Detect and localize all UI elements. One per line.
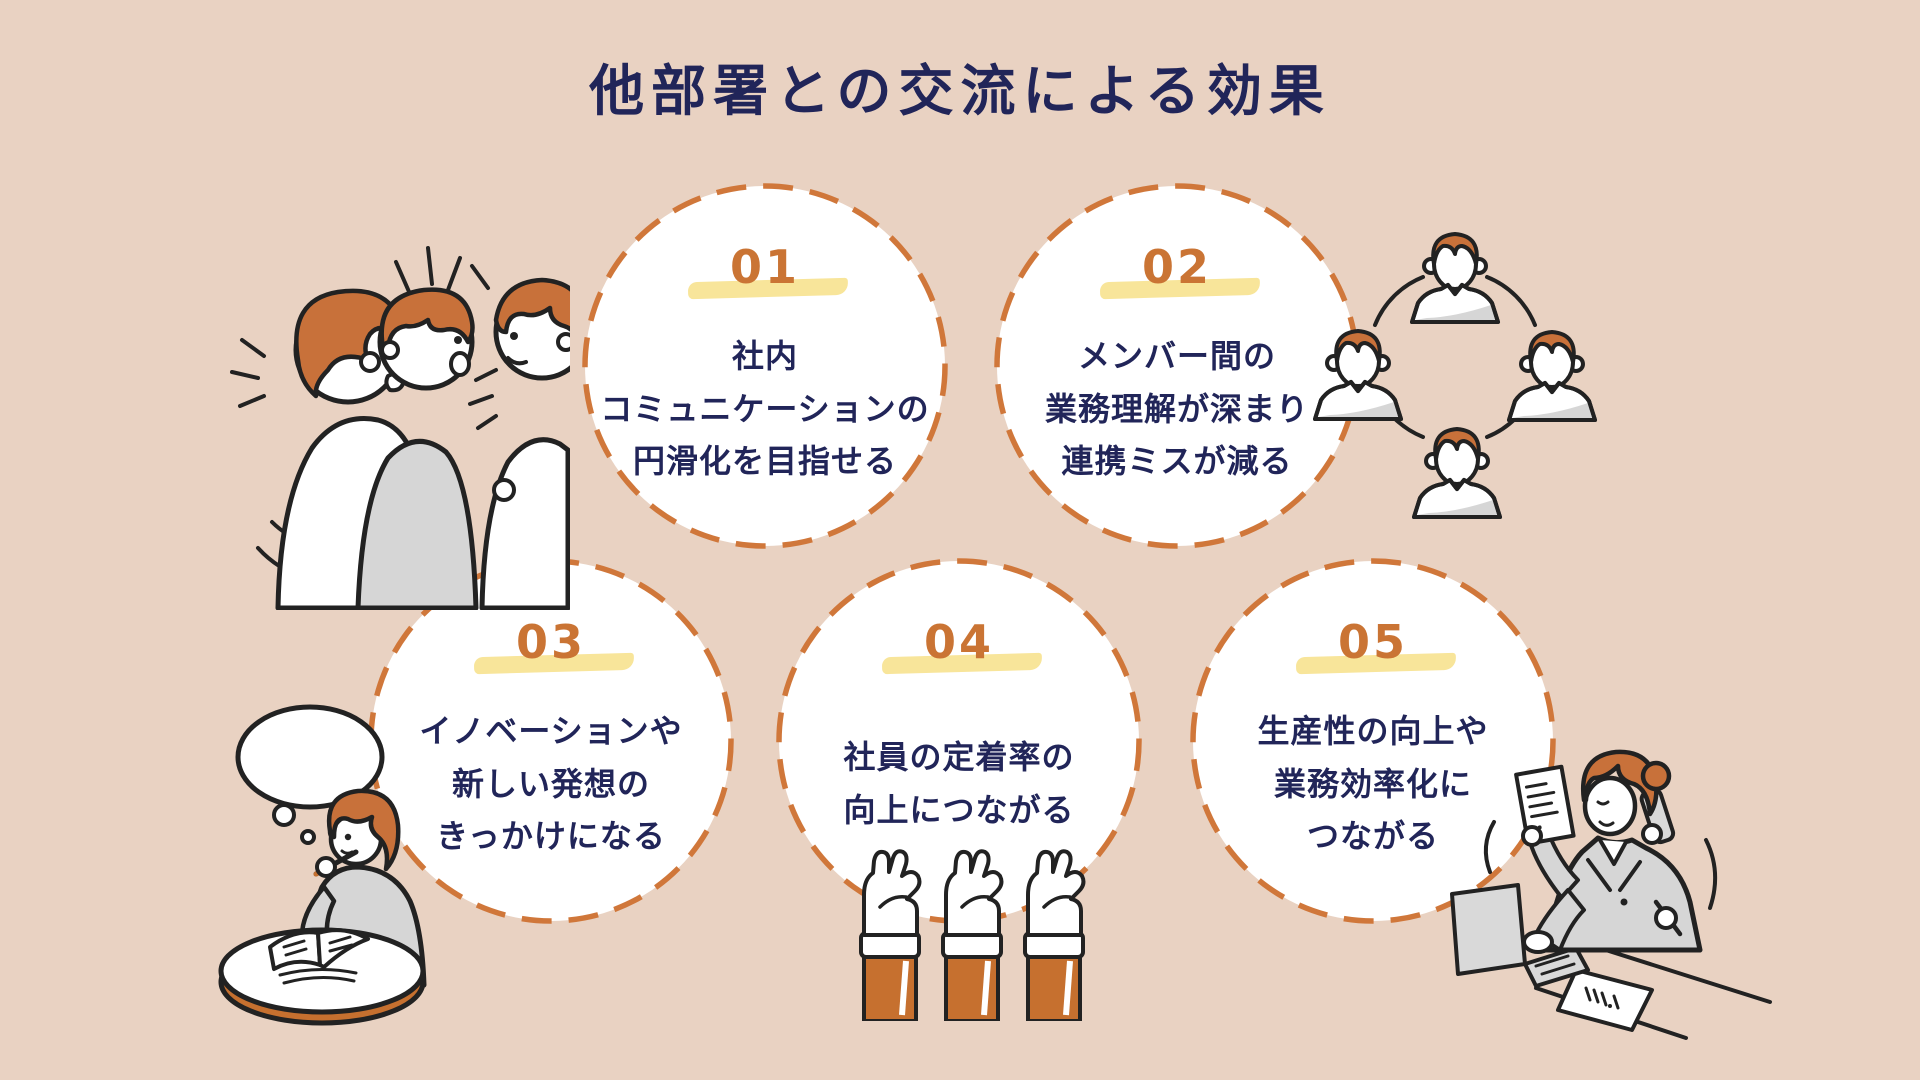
dashed-circle-border	[1190, 558, 1556, 924]
card-number-wrap: 02	[1099, 240, 1261, 300]
card-text-line: 新しい発想の	[451, 764, 650, 803]
talking-people-icon	[230, 246, 570, 610]
card-number: 02	[1141, 240, 1212, 294]
dashed-circle-border	[582, 183, 948, 549]
card-number-wrap: 05	[1295, 615, 1457, 675]
card-text: 生産性の向上や 業務効率化に つながる	[1257, 669, 1488, 925]
card-number-wrap: 04	[881, 615, 1043, 675]
effect-card-03: 03 イノベーションや 新しい発想の きっかけになる	[367, 557, 735, 925]
card-text-line: メンバー間の	[1077, 336, 1276, 375]
card-content: 01 社内 コミュニケーションの 円滑化を目指せる	[581, 182, 949, 550]
card-text-line: 円滑化を目指せる	[632, 442, 897, 481]
woman-on-phone-icon	[1450, 749, 1772, 1040]
card-text-line: 社内	[731, 336, 798, 375]
card-content: 02 メンバー間の 業務理解が深まり 連携ミスが減る	[993, 182, 1361, 550]
card-text: イノベーションや 新しい発想の きっかけになる	[419, 669, 682, 925]
card-number: 03	[515, 615, 586, 669]
card-text-line: 生産性の向上や	[1257, 711, 1489, 750]
card-number: 04	[923, 615, 994, 669]
page-title: 他部署との交流による効果	[589, 59, 1331, 123]
effect-card-02: 02 メンバー間の 業務理解が深まり 連携ミスが減る	[993, 182, 1361, 550]
card-text-line: 業務効率化に	[1273, 764, 1472, 803]
effect-card-05: 05 生産性の向上や 業務効率化に つながる	[1189, 557, 1557, 925]
effect-card-01: 01 社内 コミュニケーションの 円滑化を目指せる	[581, 182, 949, 550]
card-number-wrap: 01	[687, 240, 849, 300]
card-number: 01	[729, 240, 800, 294]
card-number-wrap: 03	[473, 615, 635, 675]
card-content: 03 イノベーションや 新しい発想の きっかけになる	[367, 557, 735, 925]
card-text: メンバー間の 業務理解が深まり 連携ミスが減る	[1045, 294, 1309, 550]
raised-hands-icon	[859, 849, 1086, 1021]
card-text-line: 連携ミスが減る	[1061, 442, 1293, 481]
card-content: 04 社員の定着率の 向上につながる	[775, 557, 1143, 925]
card-text-line: イノベーションや	[419, 711, 683, 750]
card-text-line: 向上につながる	[843, 791, 1075, 829]
card-text: 社内 コミュニケーションの 円滑化を目指せる	[600, 294, 929, 550]
people-network-icon	[1313, 232, 1597, 519]
effect-card-04: 04 社員の定着率の 向上につながる	[775, 557, 1143, 925]
card-content: 05 生産性の向上や 業務効率化に つながる	[1189, 557, 1557, 925]
thinking-person-icon	[218, 704, 427, 1026]
card-text: 社員の定着率の 向上につながる	[843, 669, 1074, 925]
card-text-line: コミュニケーションの	[600, 389, 930, 428]
card-text-line: 業務理解が深まり	[1044, 389, 1309, 428]
card-text-line: つながる	[1306, 817, 1439, 856]
card-text-line: きっかけになる	[436, 817, 666, 856]
card-text-line: 社員の定着率の	[843, 738, 1075, 777]
card-number: 05	[1337, 615, 1408, 669]
